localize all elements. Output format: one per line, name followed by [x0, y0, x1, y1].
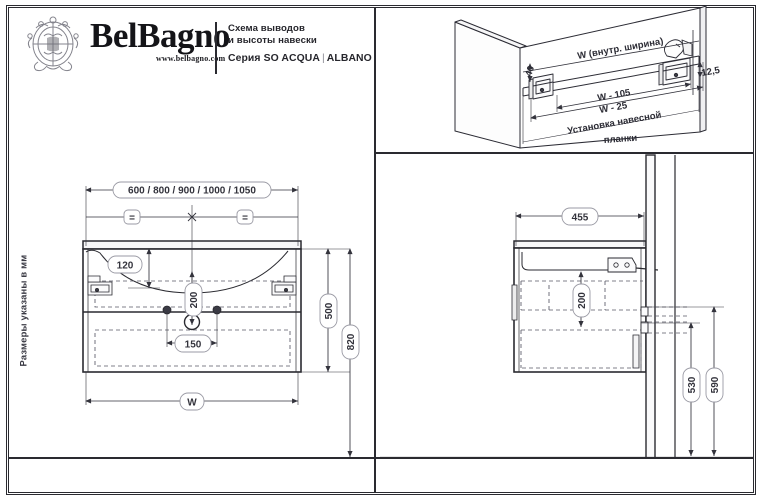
dim-basin-top: 120: [117, 261, 134, 272]
sheet-frame-inner: [8, 7, 754, 493]
dim-supply-height: 200: [189, 291, 200, 308]
series-prefix: Серия SO ACQUA: [228, 52, 320, 64]
dim-equal-left: =: [129, 213, 135, 224]
brand-wordmark: BelBagno: [90, 18, 230, 53]
header-rule-divider: [215, 22, 217, 74]
iso-caption-line2: планки: [603, 133, 637, 146]
dim-drain-height: 530: [687, 376, 698, 393]
front-view-dimension-labels: 600 / 800 / 900 / 1000 / 1050 = = 120 20…: [107, 181, 360, 411]
plumbing-outlets: [162, 305, 222, 331]
iso-label-right-offset: 12,5: [701, 65, 722, 79]
series-suffix: ALBANO: [326, 52, 372, 64]
iso-label-left-offset: 40: [523, 64, 537, 77]
dim-depth: 455: [572, 213, 589, 224]
header-title-line2: и высоты навески: [228, 35, 317, 47]
divider-top-horizontal: [375, 152, 754, 154]
brand-website: www.belbagno.com: [156, 54, 226, 63]
dim-side-supply-height: 200: [577, 292, 588, 309]
brand-header: BelBagno www.belbagno.com Схема выводов …: [18, 12, 372, 74]
divider-main-vertical: [374, 7, 376, 493]
dim-supply-floor-height: 590: [710, 376, 721, 393]
side-view-dimension-labels: 455 200 530 590: [561, 207, 724, 403]
dim-supply-spacing: 150: [185, 340, 202, 351]
header-series: Серия SO ACQUA|ALBANO: [228, 53, 393, 64]
brand-bagno: Bagno: [137, 16, 230, 55]
dim-mount-height: 820: [346, 333, 357, 350]
iso-label-rail-dim-2: W - 25: [599, 100, 629, 116]
series-separator: |: [321, 52, 325, 64]
belbagno-crest-icon: [27, 16, 79, 72]
dim-equal-right: =: [242, 213, 248, 224]
dim-cabinet-height: 500: [324, 302, 335, 319]
header-title-block: Схема выводов и высоты навески Серия SO …: [228, 23, 393, 64]
dim-overall-width: W: [187, 398, 197, 409]
brand-bel: Bel: [90, 16, 138, 55]
dim-width-options: 600 / 800 / 900 / 1000 / 1050: [128, 186, 256, 197]
header-title-line1: Схема выводов: [228, 23, 305, 34]
